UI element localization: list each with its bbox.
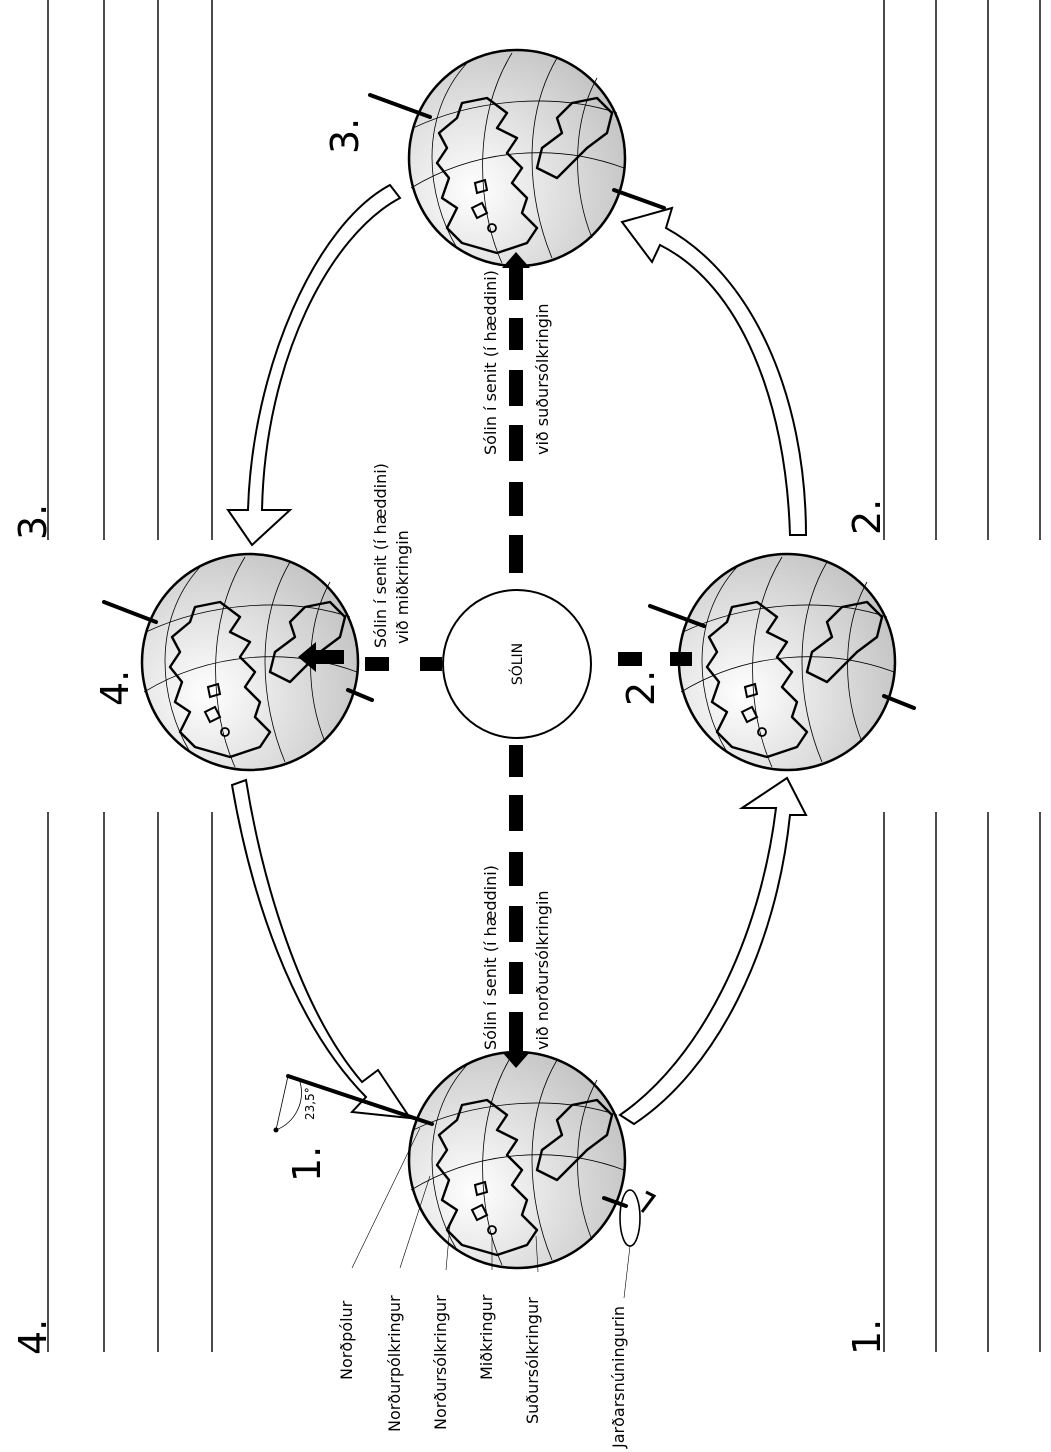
earth-globe-1 <box>407 1050 627 1270</box>
tilt-angle-label: 23,5° <box>303 1087 317 1120</box>
label-earth-rotation: Jarðarsnúningurin <box>609 1306 628 1449</box>
tilt-angle-indicator: 23,5° <box>273 1075 317 1133</box>
label-arctic-circle: Norðurpólkringur <box>385 1295 404 1432</box>
orbit-arrow-3-to-4 <box>226 183 402 547</box>
position-number-4: 4. <box>93 670 137 706</box>
globe-part-labels: Norðpólur Norðurpólkringur Norðursólkrin… <box>337 1127 631 1449</box>
position-number-2: 2. <box>619 670 663 706</box>
orbit-arrow-2-to-3 <box>620 206 808 536</box>
orbit-arrow-4-to-1 <box>230 778 413 1120</box>
zenith-south-tropic-line2: við suðursólkringin <box>533 303 552 455</box>
zenith-equator-line2: við miðkringin <box>393 530 412 644</box>
axis-4 <box>102 600 158 624</box>
line-number-2: 2. <box>845 499 889 535</box>
orbit-arrow-1-to-2 <box>618 776 808 1126</box>
axis-2 <box>648 604 706 628</box>
axis-3 <box>368 93 432 119</box>
earth-globe-3 <box>407 48 627 268</box>
line-number-1: 1. <box>845 1319 889 1355</box>
writing-lines <box>47 0 1041 1352</box>
zenith-north-tropic-line1: Sólin í senit (í hæddini) <box>481 865 500 1050</box>
sun <box>442 589 592 739</box>
line-number-4: 4. <box>11 1319 55 1355</box>
rotation-arrow-icon <box>619 1189 657 1247</box>
label-equator: Miðkringur <box>477 1294 496 1380</box>
label-north-pole: Norðpólur <box>337 1300 356 1380</box>
label-tropic-of-cancer: Norðursólkringur <box>431 1295 450 1430</box>
earth-axes <box>102 93 916 1208</box>
position-number-1: 1. <box>285 1146 329 1182</box>
sun-rays <box>298 252 692 1068</box>
earth-globe-2 <box>677 552 897 772</box>
zenith-north-tropic-line2: við norðursólkringin <box>533 890 552 1050</box>
zenith-south-tropic-line1: Sólin í senit (í hæddini) <box>481 270 500 455</box>
axis-1 <box>286 1074 434 1126</box>
sun-label: SÓLIN <box>508 643 526 685</box>
position-number-3: 3. <box>323 118 367 154</box>
orbit-arrows <box>226 183 808 1126</box>
label-tropic-of-capricorn: Suðursólkringur <box>523 1297 542 1424</box>
zenith-equator-line1: Sólin í senit (í hæddini) <box>371 463 390 648</box>
line-number-3: 3. <box>11 504 55 540</box>
